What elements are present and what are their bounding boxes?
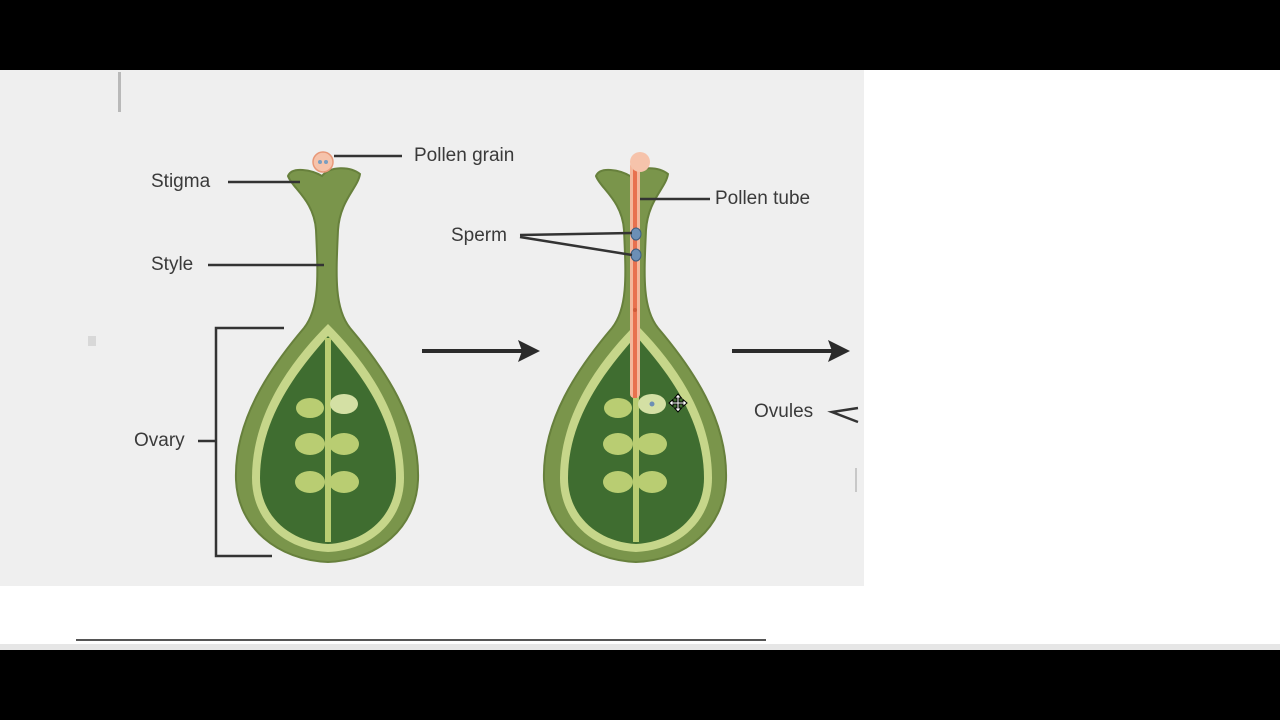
right-arrow-icon [422,340,540,362]
page-content: Pollen grain Stigma Style Ovary Pollen t… [0,70,1280,650]
sperm-cell [630,248,642,262]
label-style: Style [151,254,194,275]
leader-lines [198,154,859,558]
label-pollen-grain: Pollen grain [414,145,515,166]
sperm-cell [630,227,642,241]
bottom-letterbox [0,650,1280,720]
ovule [637,471,667,493]
label-pollen-tube: Pollen tube [715,188,811,209]
edge-mark-right [855,468,857,492]
right-arrow-icon [732,340,850,362]
pistil-before [234,151,420,564]
pollination-diagram: Pollen grain Stigma Style Ovary Pollen t… [0,70,864,586]
move-cursor-icon [668,393,688,413]
ovule [329,471,359,493]
ovule [296,398,324,418]
ovule [603,471,633,493]
ovule [603,433,633,455]
label-sperm: Sperm [451,225,507,246]
label-ovules: Ovules [754,401,814,422]
ovule [330,394,358,414]
ovule [637,433,667,455]
label-ovary: Ovary [134,430,185,451]
ovule [295,471,325,493]
pistil-after [542,152,728,564]
edge-mark-small [88,336,96,346]
label-stigma: Stigma [151,171,211,192]
ovule [604,398,632,418]
edge-mark [118,72,121,112]
ovule [329,433,359,455]
divider-line [76,639,766,641]
ovule [295,433,325,455]
pollen-grain [312,151,334,173]
bottom-strip [0,644,1280,650]
diagram-canvas [88,72,859,564]
top-letterbox [0,0,1280,70]
